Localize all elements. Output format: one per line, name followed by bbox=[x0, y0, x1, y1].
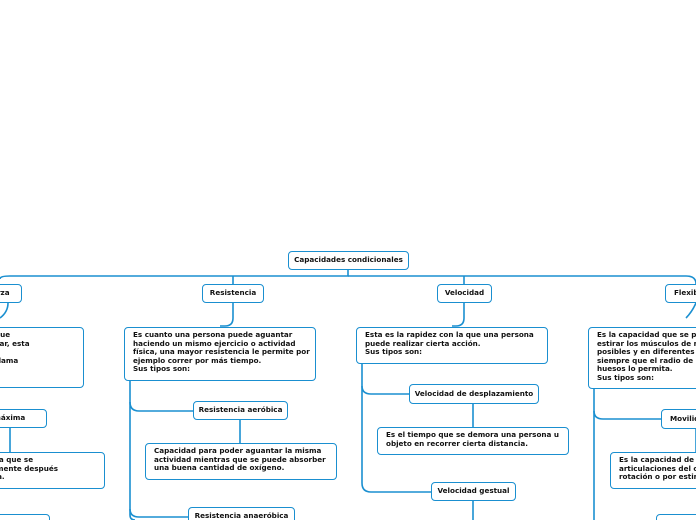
velocidad-gestual-node[interactable]: Velocidad gestual bbox=[431, 482, 516, 501]
connector-velocidad-spine bbox=[361, 364, 431, 493]
fuerza-maxima-description-node[interactable]: Es el de mayor magnitud a la que se pued… bbox=[0, 452, 105, 489]
resistencia-description-node[interactable]: Es cuanto una persona puede aguantar hac… bbox=[124, 327, 316, 381]
flexibilidad-movilidad-description-node[interactable]: Es la capacidad de mover las articulacio… bbox=[610, 452, 696, 489]
resistencia-node[interactable]: Resistencia bbox=[202, 284, 264, 303]
flexibilidad-movilidad-node[interactable]: Movilidad articular bbox=[661, 409, 696, 429]
connector-resistencia-spine bbox=[129, 381, 136, 520]
velocidad-description-node[interactable]: Esta es la rapidez con la que una person… bbox=[356, 327, 548, 364]
connector-aerobica bbox=[129, 401, 193, 412]
connector-resistencia-desc bbox=[220, 303, 234, 327]
fuerza-node[interactable]: Fuerza bbox=[0, 284, 22, 303]
velocidad-node[interactable]: Velocidad bbox=[437, 284, 492, 303]
resistencia-aerobica-description-node[interactable]: Capacidad para poder aguantar la misma a… bbox=[145, 443, 337, 480]
root-node[interactable]: Capacidades condicionales bbox=[288, 251, 409, 270]
flexibilidad-node[interactable]: Flexibilidad bbox=[665, 284, 696, 303]
flexibilidad-next-node[interactable] bbox=[656, 514, 696, 520]
connector-movilidad bbox=[593, 410, 661, 420]
connector-flexibilidad-desc bbox=[685, 302, 696, 319]
connector-root bbox=[0, 270, 349, 280]
resistencia-anaerobica-node[interactable]: Resistencia anaeróbica bbox=[188, 507, 295, 520]
connector-fuerza-desc bbox=[0, 302, 9, 319]
connector-desplazamiento bbox=[361, 385, 409, 395]
fuerza-maxima-node[interactable]: Fuerza máxima bbox=[0, 409, 47, 428]
fuerza-next-node[interactable] bbox=[0, 514, 50, 520]
velocidad-desplazamiento-node[interactable]: Velocidad de desplazamiento bbox=[409, 384, 539, 404]
velocidad-desplazamiento-description-node[interactable]: Es el tiempo que se demora una persona u… bbox=[377, 427, 569, 455]
connector-root-right bbox=[348, 275, 696, 285]
fuerza-description-node[interactable]: La cantidad de peso que puede mover o le… bbox=[0, 327, 84, 388]
connector-velocidad-desc bbox=[452, 303, 465, 327]
connector-anaerobica bbox=[129, 508, 188, 518]
resistencia-aerobica-node[interactable]: Resistencia aeróbica bbox=[193, 401, 288, 420]
flexibilidad-description-node[interactable]: Es la capacidad que se posee para estira… bbox=[588, 327, 696, 389]
